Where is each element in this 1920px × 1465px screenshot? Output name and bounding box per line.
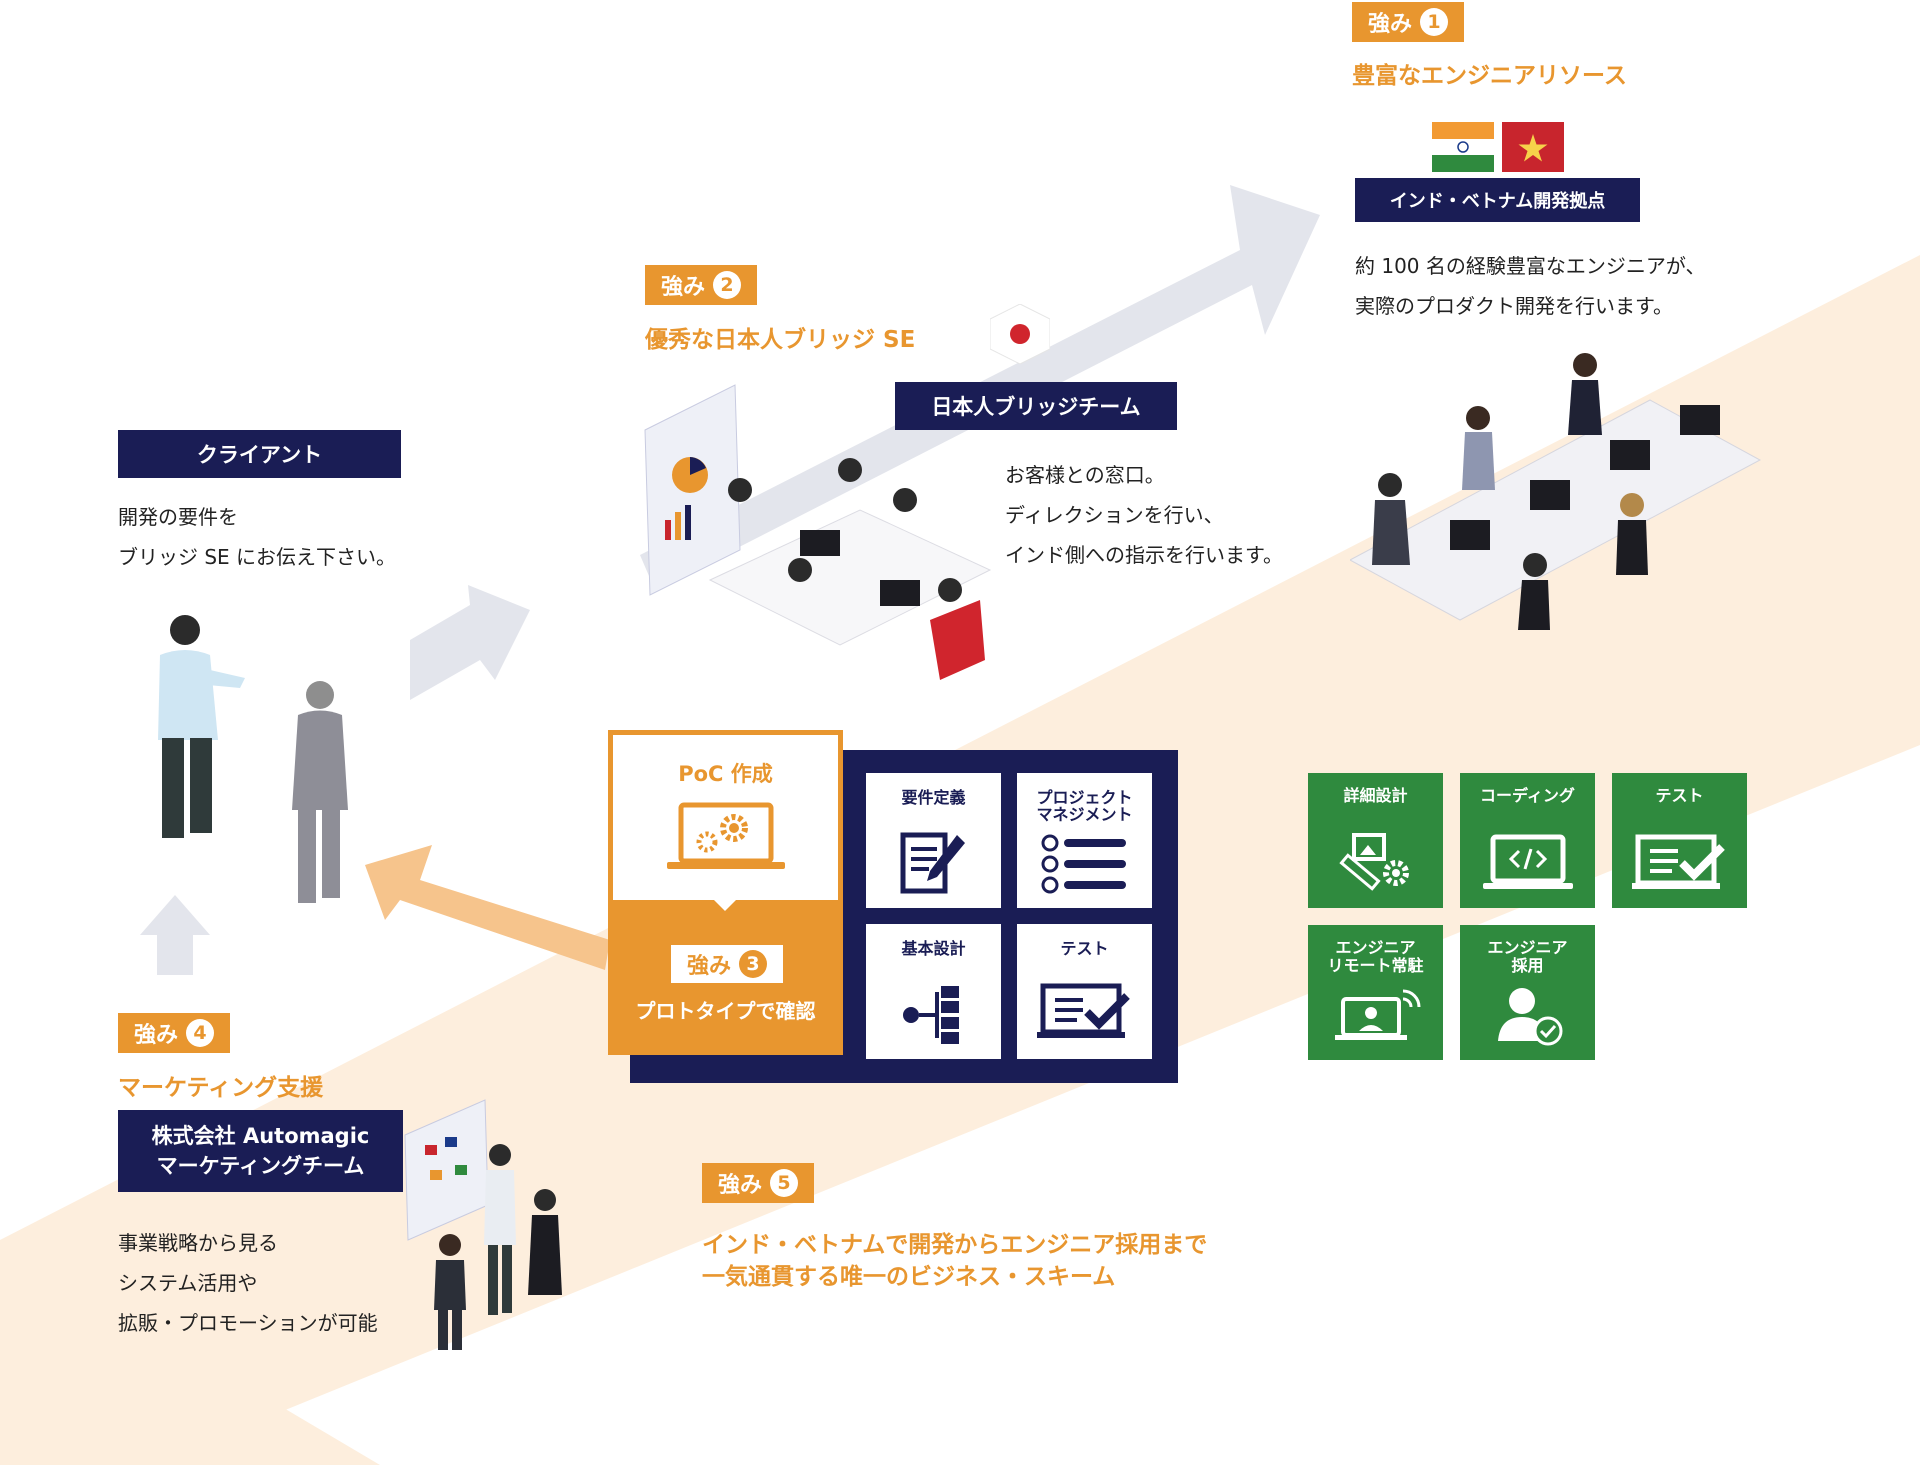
tile-requirements: 要件定義 bbox=[866, 773, 1001, 908]
japanese-bridge-team-label: 日本人ブリッジチーム bbox=[895, 382, 1177, 430]
strength1-title: 豊富なエンジニアリソース bbox=[1352, 63, 1627, 89]
strength5-line2: 一気通貫する唯一のビジネス・スキーム bbox=[702, 1264, 1116, 1290]
strength2-title: 優秀な日本人ブリッジ SE bbox=[645, 327, 916, 353]
japan-flag bbox=[990, 304, 1050, 364]
tile-detailed-design-label: 詳細設計 bbox=[1343, 786, 1408, 805]
strength4-badge: 強み 4 bbox=[118, 1013, 231, 1053]
tile-project-management: プロジェクト マネジメント bbox=[1017, 773, 1152, 908]
tile-test-green: テスト bbox=[1612, 773, 1747, 908]
tile-test-navy: テスト bbox=[1017, 924, 1152, 1059]
checklist-icon bbox=[1041, 834, 1126, 894]
tile-basic-design: 基本設計 bbox=[866, 924, 1001, 1059]
design-tools-icon bbox=[1338, 833, 1409, 891]
gray-arrow-left bbox=[410, 585, 530, 700]
poc-caption: プロトタイプで確認 bbox=[635, 999, 816, 1023]
tile-test-green-label: テスト bbox=[1655, 786, 1704, 805]
orange-arrow bbox=[365, 845, 610, 970]
strength4-title: マーケティング支援 bbox=[118, 1075, 324, 1101]
marketing-team-illustration bbox=[404, 1099, 562, 1350]
test-check-icon bbox=[1631, 834, 1725, 889]
strength3-number: 3 bbox=[739, 950, 768, 978]
tile-project-management-label: プロジェクト マネジメント bbox=[1036, 788, 1133, 824]
strength5-line1: インド・ベトナムで開発からエンジニア採用まで bbox=[702, 1232, 1208, 1258]
tile-coding-label: コーディング bbox=[1480, 786, 1575, 805]
tile-test-navy-label: テスト bbox=[1060, 939, 1109, 958]
automagic-team-line1: 株式会社 Automagic bbox=[151, 1124, 370, 1148]
strength2-badge-label: 強み bbox=[661, 275, 706, 300]
tile-coding: コーディング bbox=[1460, 773, 1595, 908]
strength1-badge-label: 強み bbox=[1368, 12, 1413, 37]
automagic-team-line2: マーケティングチーム bbox=[156, 1154, 365, 1178]
strength4-badge-label: 強み bbox=[134, 1023, 179, 1048]
strength5-number: 5 bbox=[770, 1169, 799, 1197]
test-check-icon bbox=[1036, 983, 1130, 1038]
strength2-number: 2 bbox=[713, 271, 742, 299]
tile-detailed-design: 詳細設計 bbox=[1308, 773, 1443, 908]
strength5-badge: 強み 5 bbox=[702, 1163, 815, 1203]
client-person-illustration bbox=[158, 615, 348, 903]
tile-engineer-hiring: エンジニア 採用 bbox=[1460, 925, 1595, 1060]
tile-remote-engineer: エンジニア リモート常駐 bbox=[1308, 925, 1443, 1060]
strength4-number: 4 bbox=[186, 1019, 215, 1047]
strength1-description: 約 100 名の経験豊富なエンジニアが、 実際のプロダクト開発を行います。 bbox=[1355, 254, 1706, 318]
strength3-badge: 強み 3 bbox=[671, 945, 784, 983]
strength2-description: お客様との窓口。 ディレクションを行い、 インド側への指示を行います。 bbox=[1005, 463, 1283, 567]
gray-arrow-up bbox=[140, 895, 210, 975]
strength1-badge: 強み 1 bbox=[1352, 2, 1465, 42]
india-vietnam-base-label: インド・ベトナム開発拠点 bbox=[1355, 178, 1640, 222]
tile-basic-design-label: 基本設計 bbox=[901, 939, 966, 958]
laptop-gears-icon bbox=[667, 802, 785, 869]
document-pen-icon bbox=[900, 832, 965, 894]
peach-band-arrowhead bbox=[0, 1240, 380, 1465]
tree-structure-icon bbox=[902, 986, 959, 1044]
vietnam-flag bbox=[1502, 122, 1564, 172]
india-flag bbox=[1432, 122, 1494, 172]
strength3-badge-label: 強み bbox=[687, 954, 732, 979]
code-laptop-icon bbox=[1482, 834, 1573, 889]
poc-pointer bbox=[713, 899, 737, 911]
client-label: クライアント bbox=[118, 430, 401, 478]
engineers-office-illustration bbox=[1350, 353, 1762, 630]
tile-engineer-hiring-label: エンジニア 採用 bbox=[1487, 938, 1568, 975]
strength5-badge-label: 強み bbox=[718, 1173, 763, 1198]
client-description: 開発の要件を ブリッジ SE にお伝え下さい。 bbox=[118, 505, 397, 569]
remote-user-icon bbox=[1334, 989, 1420, 1040]
automagic-marketing-team-label: 株式会社 Automagic マーケティングチーム bbox=[118, 1110, 403, 1192]
hire-user-icon bbox=[1497, 988, 1562, 1046]
process-panel-bottom bbox=[630, 1055, 843, 1083]
bridge-team-meeting-illustration bbox=[644, 384, 992, 680]
poc-title: PoC 作成 bbox=[678, 762, 773, 786]
strength1-number: 1 bbox=[1420, 8, 1449, 36]
strength2-badge: 強み 2 bbox=[645, 265, 758, 305]
tile-requirements-label: 要件定義 bbox=[901, 788, 966, 807]
strength4-description: 事業戦略から見る システム活用や 拡販・プロモーションが可能 bbox=[118, 1231, 378, 1335]
tile-remote-engineer-label: エンジニア リモート常駐 bbox=[1327, 938, 1424, 975]
